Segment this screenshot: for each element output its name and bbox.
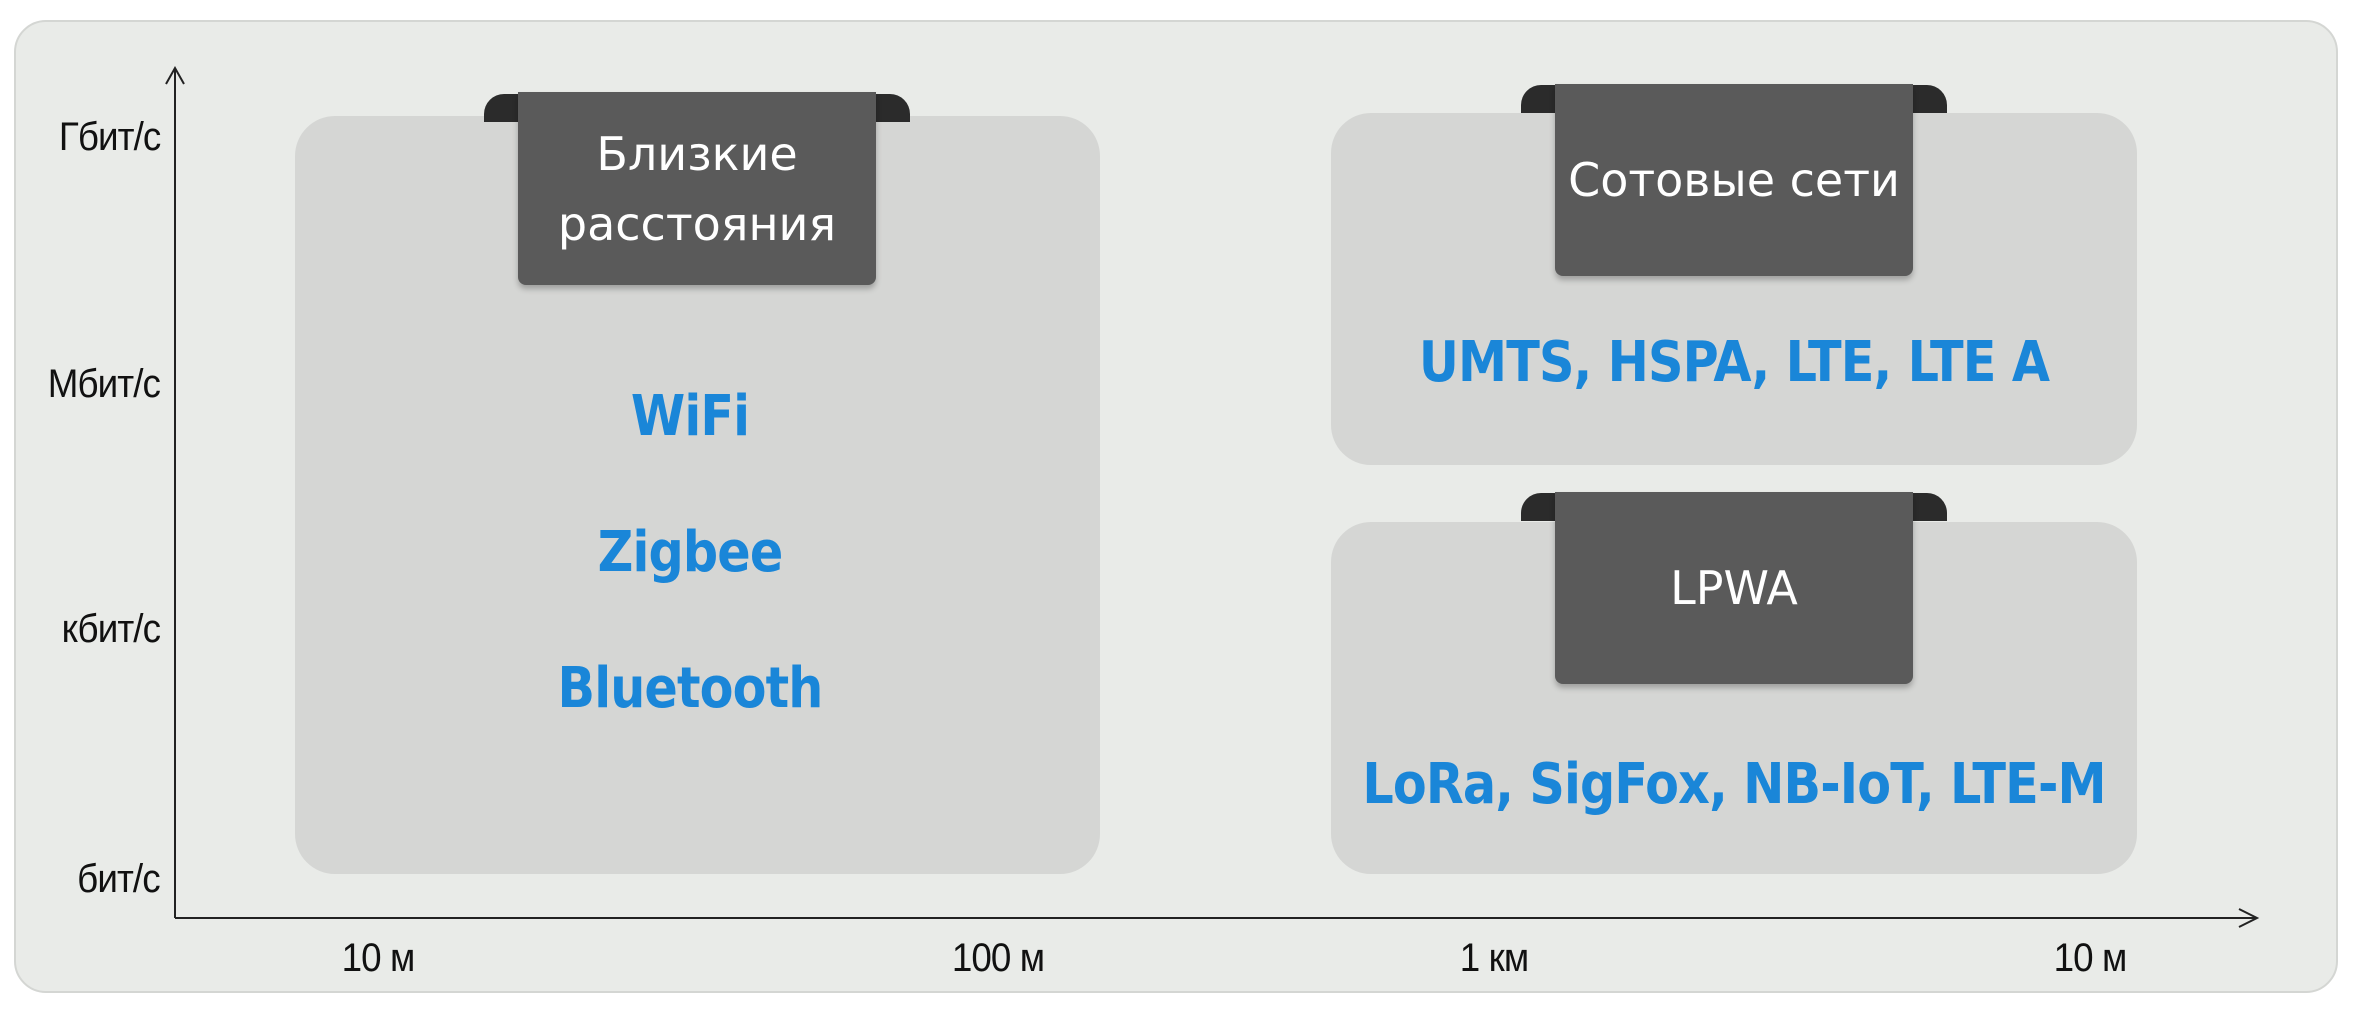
tech-cellular-list: UMTS, HSPA, LTE, LTE A [1418,330,2050,395]
x-tick-10m: 10 м [341,936,416,980]
x-tick-10km: 10 м [2053,936,2128,980]
y-tick-kbit: кбит/с [61,607,160,651]
group-title-line2: расстояния [557,196,837,251]
tech-lpwa-list: LoRa, SigFox, NB-IoT, LTE-M [1362,752,2106,817]
y-tick-bit: бит/с [77,857,160,901]
x-tick-1km: 1 км [1459,936,1529,980]
y-tick-mbit: Мбит/с [47,362,161,406]
x-axis-arrow [2238,908,2260,928]
tech-zigbee: Zigbee [597,520,784,585]
group-title-cellular: Сотовые сети [1555,84,1913,276]
group-title-short-range: Близкие расстояния [518,92,876,285]
tech-bluetooth: Bluetooth [557,656,824,721]
y-tick-gbit: Гбит/с [58,115,160,159]
y-axis-arrow [165,65,185,85]
x-tick-100m: 100 м [951,936,1045,980]
group-title-line1: Близкие [596,126,798,181]
group-title-lpwa: LPWA [1555,492,1913,684]
tech-wifi: WiFi [630,384,750,449]
